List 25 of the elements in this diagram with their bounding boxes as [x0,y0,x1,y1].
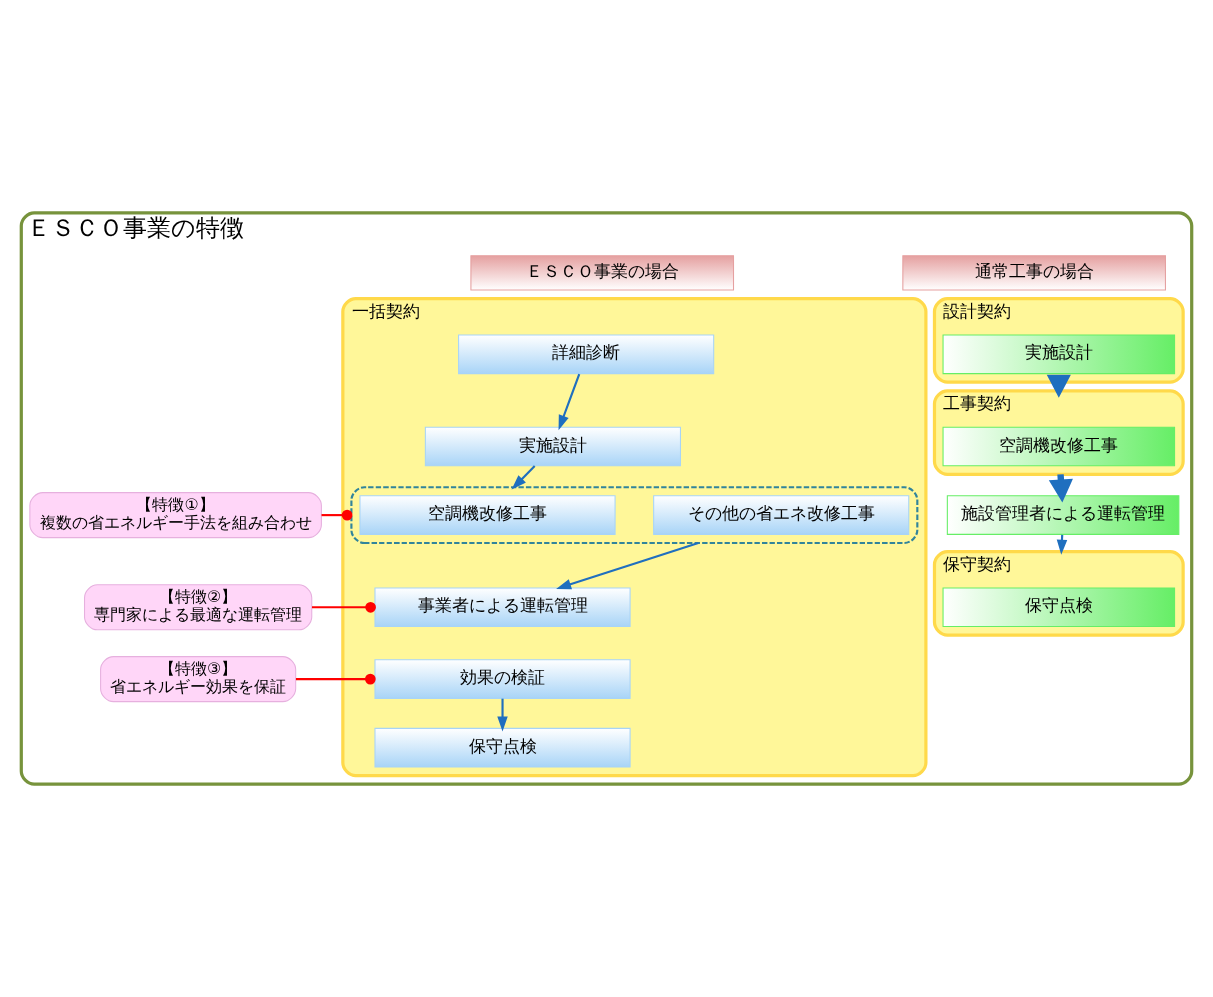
connector [295,673,376,685]
arrow [1046,374,1071,398]
node-box: 実施設計 [942,334,1176,375]
node-box: 保守点検 [374,727,631,768]
node-box: 【特徴①】 複数の省エネルギー手法を組み合わせ [29,492,322,539]
connector [321,509,353,521]
node-box: 効果の検証 [374,659,631,699]
node-box: 空調機改修工事 [359,495,616,535]
node-box: 【特徴②】 専門家による最適な運転管理 [84,584,313,631]
node-box: その他の省エネ改修工事 [653,495,910,535]
cluster [350,486,919,545]
arrow [558,373,581,431]
arrow [556,541,699,590]
arrow [497,698,508,732]
node-box: 【特徴③】 省エネルギー効果を保証 [100,656,297,703]
node-box: 事業者による運転管理 [374,587,631,628]
arrow [511,465,536,490]
node-box: 詳細診断 [458,334,715,375]
node-box: 実施設計 [424,426,681,467]
connector [312,601,376,613]
node-box: 保守点検 [942,587,1176,628]
node-box: 施設管理者による運転管理 [946,495,1180,535]
node-box: ＥＳＣＯ事業の場合 [470,255,735,291]
node-box: 空調機改修工事 [942,426,1176,467]
node-box: 通常工事の場合 [902,255,1166,291]
